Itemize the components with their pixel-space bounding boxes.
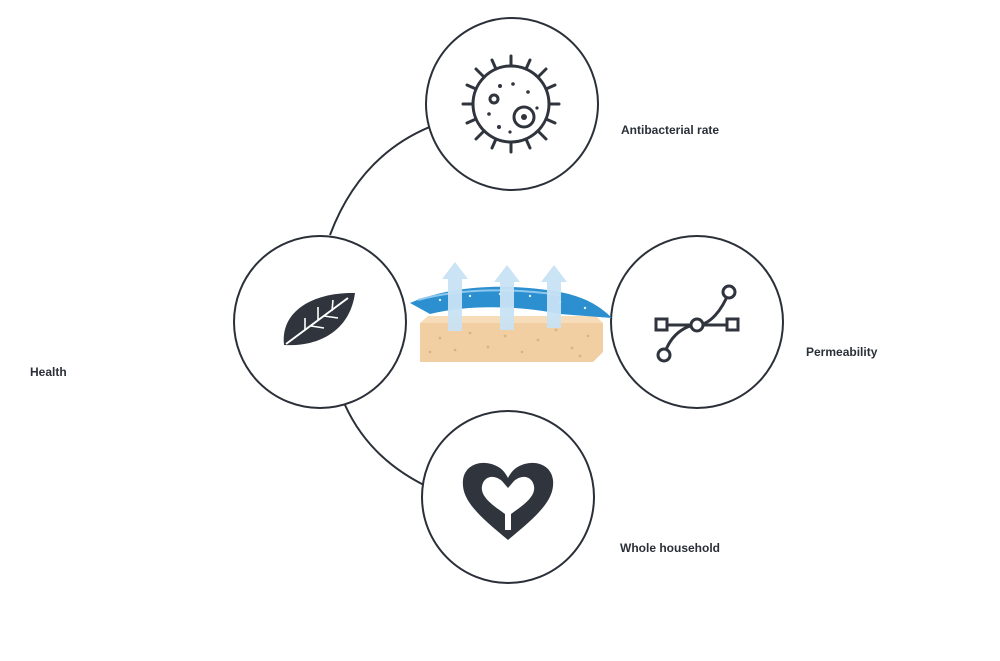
bezier-path-icon (654, 284, 740, 363)
breathable-fabric-illustration (410, 262, 612, 362)
heart-icon (462, 462, 554, 540)
household-label: Whole household (620, 541, 720, 555)
antibacterial-label: Antibacterial rate (621, 123, 720, 137)
permeability-label: Permeability (806, 345, 878, 359)
connector-arc-bottom (344, 404, 431, 489)
health-node (233, 235, 407, 409)
antibacterial-node (425, 17, 599, 191)
household-node (421, 410, 595, 584)
leaf-icon (283, 292, 355, 346)
permeability-node (610, 235, 784, 409)
connector-arc-top (329, 125, 433, 236)
health-label: Health (30, 365, 67, 379)
bacteria-icon (461, 54, 561, 154)
